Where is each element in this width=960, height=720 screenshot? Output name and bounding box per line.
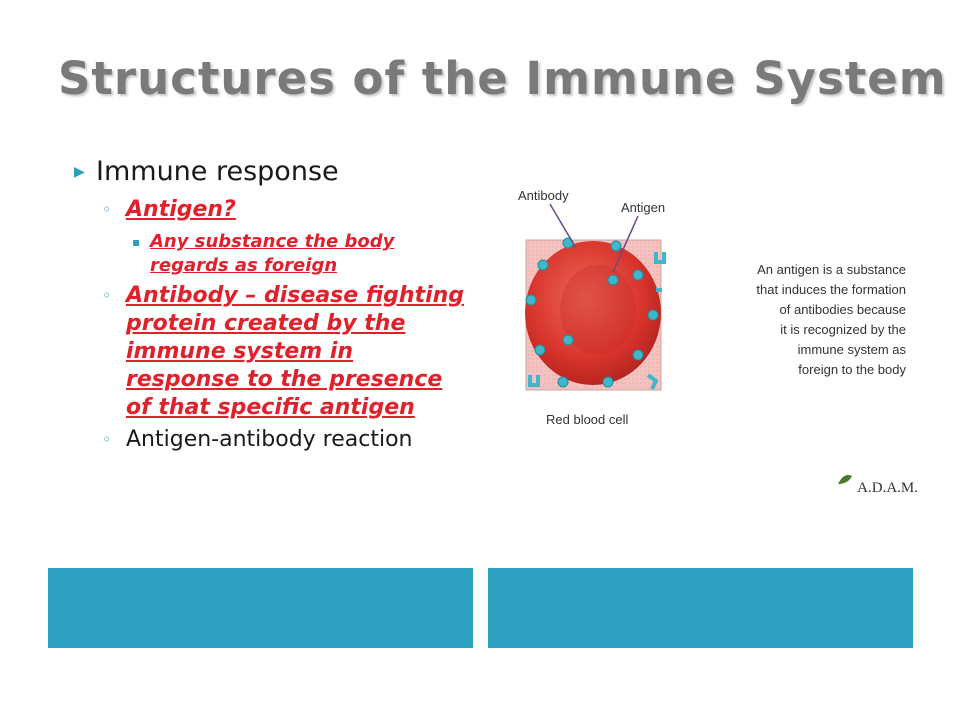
rbc-label: Red blood cell: [546, 412, 628, 427]
circle-bullet-icon: ◦: [102, 430, 112, 449]
circle-bullet-icon: ◦: [102, 286, 112, 305]
square-bullet-icon: ▪: [132, 235, 141, 249]
antibody-label: Antibody: [518, 188, 569, 203]
figure-caption: An antigen is a substance that induces t…: [756, 262, 906, 377]
footer-panel-right: [488, 568, 913, 648]
antibody-markers: [528, 252, 666, 390]
antibody-pointer: [549, 203, 577, 249]
footer-panel-left: [48, 568, 473, 648]
caption-line: it is recognized by the: [780, 322, 906, 337]
bullet-text: Antigen-antibody reaction: [126, 427, 413, 452]
slide-title: Structures of the Immune System: [58, 52, 947, 105]
caption-line: An antigen is a substance: [757, 262, 906, 277]
caption-line: that induces the formation: [756, 282, 906, 297]
antigen-pointer: [612, 215, 639, 273]
red-blood-cell: [525, 241, 661, 385]
antigen-markers: [525, 237, 659, 388]
circle-bullet-icon: ◦: [102, 200, 112, 219]
arrow-bullet-icon: ▶: [74, 164, 85, 180]
bullet-immune-response: ▶ Immune response: [74, 152, 474, 192]
figure-svg: Antibody Antigen Red blood cell An antig…: [518, 188, 918, 496]
antigen-antibody-figure: Antibody Antigen Red blood cell An antig…: [488, 150, 924, 496]
bullet-text: Any substance the body regards as foreig…: [150, 231, 395, 276]
leaf-icon: [838, 475, 852, 484]
bullet-antigen-antibody-reaction: ◦ Antigen-antibody reaction: [74, 426, 474, 454]
antigen-label: Antigen: [621, 200, 665, 215]
logo-text: A.D.A.M.: [857, 480, 918, 496]
bullet-antigen-question: ◦ Antigen?: [74, 196, 474, 224]
bullet-list: ▶ Immune response ◦ Antigen? ▪ Any subst…: [74, 152, 474, 454]
caption-line: immune system as: [798, 342, 907, 357]
adam-logo: A.D.A.M.: [838, 475, 918, 496]
bullet-text: Antibody – disease fighting protein crea…: [126, 283, 465, 420]
bullet-antigen-definition: ▪ Any substance the body regards as fore…: [74, 230, 474, 278]
bullet-antibody-definition: ◦ Antibody – disease fighting protein cr…: [74, 282, 474, 422]
bullet-text: Immune response: [96, 156, 339, 187]
caption-line: foreign to the body: [798, 362, 906, 377]
bullet-text: Antigen?: [126, 197, 236, 222]
caption-line: of antibodies because: [780, 302, 906, 317]
